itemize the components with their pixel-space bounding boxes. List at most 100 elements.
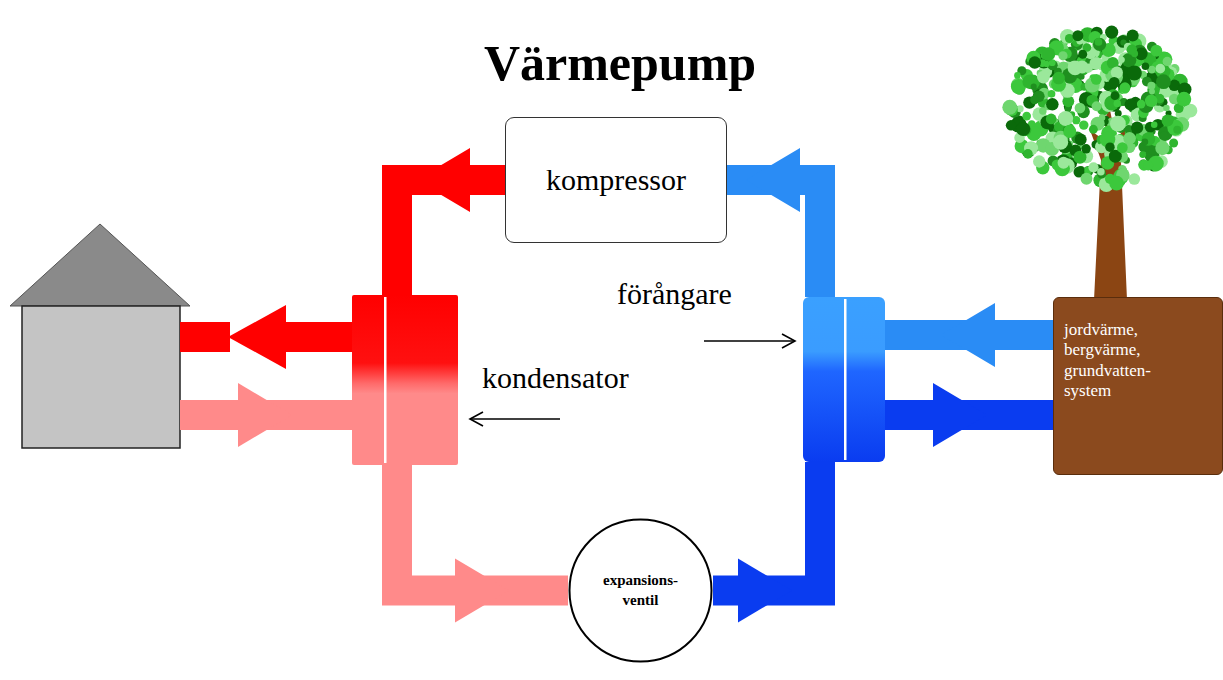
pipe-connector (727, 148, 820, 297)
leaf-dot (1142, 62, 1150, 70)
tree (1002, 26, 1197, 300)
diagram-title: Värmepump (370, 36, 870, 91)
leaf-dot (1031, 84, 1037, 90)
leaf-dot (1111, 91, 1120, 100)
leaf-dot (1125, 98, 1137, 110)
evaporator-shape (803, 297, 885, 462)
leaf-dot (1162, 115, 1174, 127)
leaf-dot (1006, 120, 1016, 130)
leaf-dot (1091, 74, 1102, 85)
condenser: kondensator (352, 295, 458, 465)
leaf-dot (1117, 142, 1128, 153)
pipe (727, 180, 820, 297)
pipe (397, 465, 568, 591)
leaf-dot (1092, 101, 1102, 111)
leaf-dot (1177, 92, 1192, 107)
heat-source-box: jordvärme, bergvärme, grundvatten- syste… (1053, 297, 1223, 475)
leaf-dot (1058, 157, 1070, 169)
exchanger-wall (844, 299, 847, 460)
leaf-dot (1148, 66, 1156, 74)
leaf-dot (1099, 114, 1106, 121)
node-label: kompressor (546, 163, 686, 197)
pipe-connector (713, 462, 820, 623)
house-roof (10, 224, 190, 306)
leaf-dot (1143, 161, 1153, 171)
leaf-dot (1180, 94, 1188, 102)
pipe (713, 462, 820, 591)
leader-arrowhead (782, 334, 795, 348)
leaf-dot (1156, 74, 1171, 89)
leaf-dot (1149, 88, 1155, 94)
leaf-dot (1088, 162, 1098, 172)
node-label: kondensator (482, 361, 629, 396)
leaf-dot (1052, 72, 1065, 85)
leaf-dot (1110, 116, 1126, 132)
leader-lines (470, 334, 795, 426)
node-label: expansions- ventil (586, 571, 696, 610)
pipe-arrowhead (738, 559, 792, 623)
leaf-dot (1155, 141, 1169, 155)
pipe-arrowhead (416, 148, 470, 212)
leaf-dot (1105, 26, 1118, 39)
leaf-dot (1053, 135, 1068, 150)
supply-pipe (180, 322, 230, 352)
pipe-connector (885, 383, 1053, 447)
leaf-dot (1075, 134, 1087, 146)
tree-foliage (1002, 26, 1197, 192)
leaf-dot (1123, 132, 1136, 145)
leaf-dot (1075, 105, 1081, 111)
leaf-dot (1043, 61, 1049, 67)
leaf-dot (1058, 111, 1073, 126)
leaf-dot (1030, 95, 1039, 104)
pipe-arrowhead (455, 559, 509, 623)
leaf-dot (1109, 77, 1120, 88)
leaf-dot (1169, 139, 1178, 148)
leaf-dot (1076, 61, 1089, 74)
leaf-dot (1058, 51, 1067, 60)
leaf-dot (1160, 131, 1169, 140)
house-body (22, 306, 180, 448)
leaf-dot (1033, 155, 1045, 167)
node-label: jordvärme, bergvärme, grundvatten- syste… (1064, 320, 1192, 402)
leaf-dot (1141, 138, 1148, 145)
leaf-dot (1022, 112, 1031, 121)
leaf-dot (1002, 100, 1017, 115)
leaf-dot (1139, 151, 1146, 158)
leaf-dot (1078, 50, 1087, 59)
pipe-connector (885, 303, 1053, 367)
valve-shape (568, 518, 713, 663)
leaf-dot (1127, 65, 1142, 80)
house (10, 224, 190, 448)
supply-pipe (283, 322, 352, 352)
leaf-dot (1029, 56, 1041, 68)
node-label: förångare (617, 277, 732, 312)
leaf-dot (1173, 126, 1181, 134)
leaf-dot (1041, 47, 1055, 61)
leaf-dot (1155, 64, 1165, 74)
leaf-dot (1095, 38, 1103, 46)
compressor-box: kompressor (505, 117, 727, 243)
evaporator: förångare (803, 297, 885, 462)
leader-arrowhead (470, 412, 483, 426)
supply-arrowhead (228, 305, 286, 369)
leaf-dot (1037, 71, 1050, 84)
pipe-connector (397, 148, 505, 295)
pipe-arrowhead (933, 383, 987, 447)
leader-line (471, 418, 560, 420)
pipe-arrowhead (941, 303, 995, 367)
leader-line (704, 340, 794, 342)
leaf-dot (1142, 132, 1156, 146)
leaf-dot (1016, 122, 1030, 136)
leaf-dot (1111, 67, 1123, 79)
leaf-dot (1150, 45, 1162, 57)
leaf-dot (1081, 144, 1090, 153)
leaf-dot (1046, 98, 1058, 110)
exchanger-wall (384, 297, 387, 463)
leaf-dot (1066, 35, 1074, 43)
leaf-dot (1046, 114, 1057, 125)
leaf-dot (1119, 82, 1130, 93)
leaf-dot (1137, 100, 1146, 109)
house-flow (180, 305, 352, 447)
leaf-dot (1079, 120, 1088, 129)
